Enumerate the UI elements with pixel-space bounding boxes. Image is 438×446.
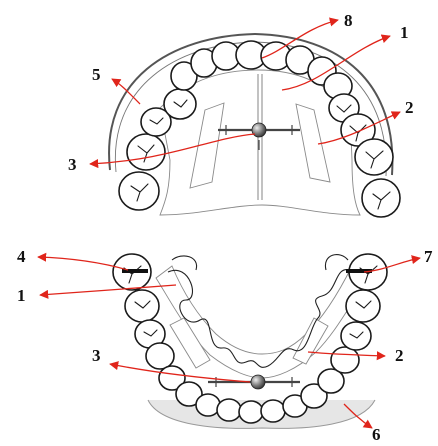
label-lower-1: 1 [17, 286, 26, 305]
arrow-lower-1 [40, 285, 176, 295]
label-lower-3: 3 [92, 346, 101, 365]
label-upper-1: 1 [400, 23, 409, 42]
label-lower-6: 6 [372, 425, 381, 441]
label-upper-5: 5 [92, 65, 101, 84]
lower-screw-ball [251, 375, 265, 389]
lower-arch [113, 254, 387, 428]
label-lower-2: 2 [395, 346, 404, 365]
upper-arch [109, 34, 400, 217]
label-upper-8: 8 [344, 11, 353, 30]
label-upper-2: 2 [405, 98, 414, 117]
label-lower-7: 7 [424, 247, 433, 266]
upper-screw-ball [252, 123, 266, 137]
label-lower-4: 4 [17, 247, 26, 266]
label-upper-3: 3 [68, 155, 77, 174]
